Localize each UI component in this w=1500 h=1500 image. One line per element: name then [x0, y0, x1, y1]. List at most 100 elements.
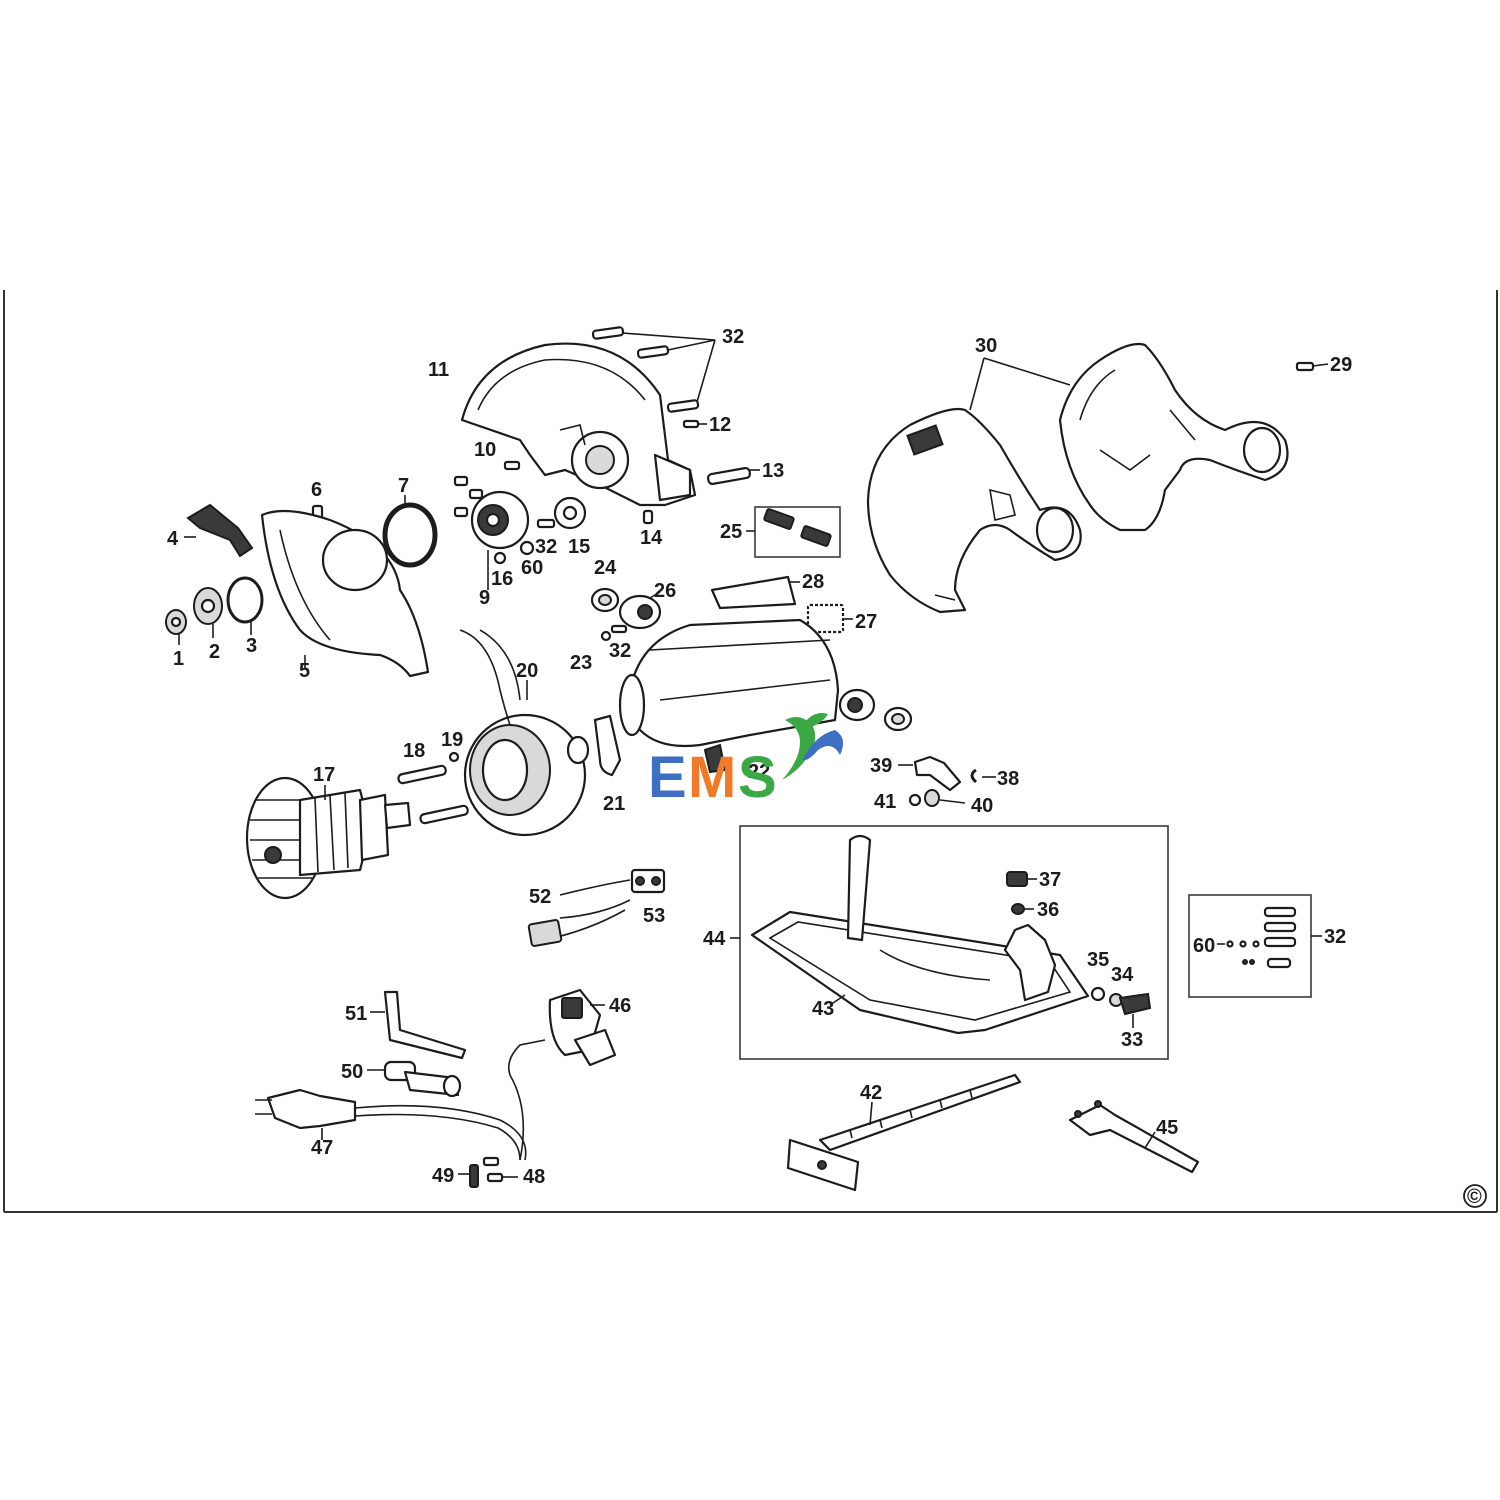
- callout-46: 46: [609, 995, 631, 1017]
- pin-14: [642, 509, 654, 525]
- lower-blade-guard-5: [260, 509, 430, 678]
- callout-17: 17: [313, 764, 335, 786]
- flange-2: [193, 587, 223, 625]
- lever-4: [186, 503, 254, 558]
- callout-32-top: 32: [722, 326, 744, 348]
- washer-36: [1011, 903, 1025, 915]
- callout-16: 16: [491, 568, 513, 590]
- watermark-letter-m: M: [688, 745, 736, 810]
- lever-33: [1118, 992, 1152, 1016]
- clamp-49: [469, 1164, 479, 1188]
- pin-12: [682, 419, 700, 429]
- callout-43: 43: [812, 998, 834, 1020]
- motor-housing-half-right-30: [1058, 342, 1289, 532]
- power-cord-47: [255, 1039, 546, 1161]
- bolt-18-lower: [419, 804, 469, 825]
- callout-60-left: 60: [521, 557, 543, 579]
- callout-9: 9: [479, 587, 490, 609]
- watermark-letter-s: S: [738, 745, 777, 810]
- terminal-block-53: [630, 868, 666, 894]
- callout-37: 37: [1039, 869, 1061, 891]
- callout-4: 4: [167, 528, 179, 550]
- callout-47: 47: [311, 1137, 333, 1159]
- callout-30: 30: [975, 335, 997, 357]
- callout-24: 24: [594, 557, 617, 579]
- ring-3: [226, 576, 264, 624]
- watermark-letter-e: E: [648, 745, 687, 810]
- callout-52: 52: [529, 886, 551, 908]
- nut-35: [1090, 986, 1106, 1002]
- screw-32-small: [610, 624, 628, 634]
- callout-38: 38: [997, 768, 1019, 790]
- brush-set-box-25: [754, 506, 841, 558]
- callout-11: 11: [428, 359, 449, 381]
- nut-41: [908, 793, 922, 807]
- watermark-leaf-icon: [805, 713, 828, 728]
- watermark-swoosh-icon: [782, 716, 816, 780]
- screw-10: [503, 460, 521, 471]
- callout-25: 25: [720, 521, 742, 543]
- motor-housing-half-left-30: [866, 407, 1082, 614]
- upper-blade-guard: [460, 342, 697, 507]
- callout-5: 5: [299, 660, 310, 682]
- nut-1: [165, 609, 187, 635]
- callout-35: 35: [1087, 949, 1109, 971]
- spindle-bearing-right: [838, 688, 913, 732]
- screw-48-a: [482, 1156, 500, 1167]
- screw-23: [600, 630, 612, 642]
- callout-2: 2: [209, 641, 220, 663]
- callout-32-mid: 32: [535, 536, 557, 558]
- screw-16: [493, 551, 507, 565]
- screws-32-top: [591, 326, 700, 413]
- callout-12: 12: [709, 414, 731, 436]
- base-plate-assembly-box-44: [739, 825, 1169, 1060]
- callout-42: 42: [860, 1082, 882, 1104]
- screws-32-box: [1263, 906, 1297, 969]
- spindle-lock-39: [913, 755, 962, 792]
- callout-26: 26: [654, 580, 676, 602]
- washer-19: [448, 751, 460, 763]
- label-28: [710, 575, 797, 610]
- spring-clip-38: [970, 768, 978, 784]
- callout-60-box: 60: [1193, 935, 1215, 957]
- screw-32-mid: [536, 518, 556, 529]
- callout-36: 36: [1037, 899, 1059, 921]
- callout-51: 51: [345, 1003, 367, 1025]
- gear-assembly-9: [453, 475, 530, 550]
- bearing-holder-26: [618, 594, 662, 630]
- callout-48: 48: [523, 1166, 545, 1188]
- callout-33: 33: [1121, 1029, 1143, 1051]
- callout-13: 13: [762, 460, 784, 482]
- callout-29: 29: [1330, 354, 1352, 376]
- callout-3: 3: [246, 635, 257, 657]
- callout-1: 1: [173, 648, 184, 670]
- bracket-21: [593, 714, 622, 777]
- copyright-circle: [1463, 1184, 1487, 1208]
- callout-20: 20: [516, 660, 538, 682]
- callout-14: 14: [640, 527, 663, 549]
- callout-10: 10: [474, 439, 496, 461]
- washers-60-box: [1226, 940, 1260, 965]
- callout-34: 34: [1111, 964, 1134, 986]
- callout-21: 21: [603, 793, 625, 815]
- watermark-wave-icon: [802, 730, 844, 761]
- callout-22: 22: [748, 761, 770, 783]
- hex-key-51: [383, 990, 467, 1060]
- callout-32-box: 32: [1324, 926, 1346, 948]
- callout-15: 15: [568, 536, 590, 558]
- callout-18: 18: [403, 740, 425, 762]
- ems-watermark-logo: E M S: [648, 713, 844, 810]
- washer-60: [519, 540, 535, 556]
- callout-7: 7: [398, 475, 409, 497]
- callout-40: 40: [971, 795, 993, 817]
- knob-37: [1006, 871, 1028, 887]
- callout-labels: 1 2 3 4 5 6 7 9 10 11 12 13 14 15 16 17 …: [167, 326, 1352, 1188]
- o-ring-7: [382, 502, 438, 568]
- cable-set-52: [527, 879, 631, 947]
- callout-39: 39: [870, 755, 892, 777]
- callout-23: 23: [570, 652, 592, 674]
- callout-32-small: 32: [609, 640, 631, 662]
- plate-27: [806, 603, 845, 634]
- bolt-13: [706, 466, 752, 486]
- bolt-18-upper: [397, 764, 447, 785]
